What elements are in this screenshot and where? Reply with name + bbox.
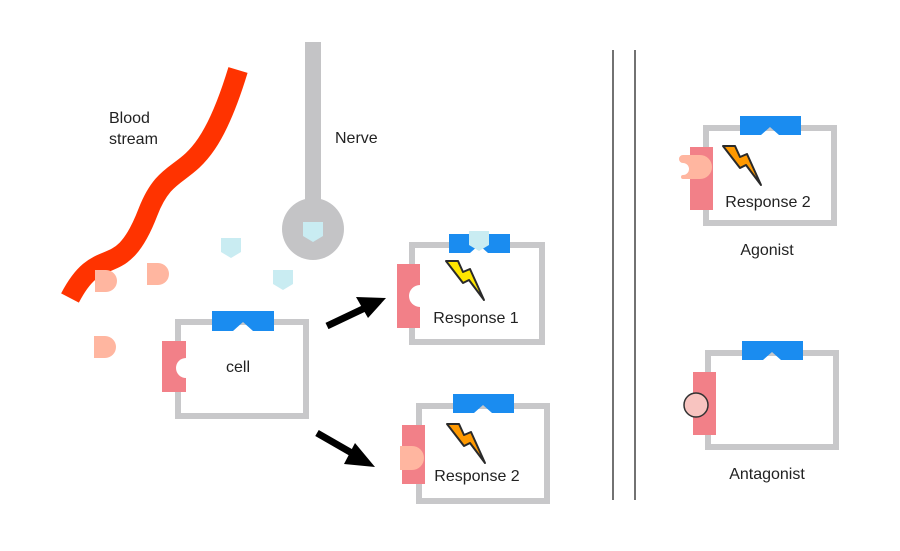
blood-label-line2: stream (109, 131, 158, 148)
antagonist-label: Antagonist (729, 466, 805, 483)
arrow-icon (325, 297, 386, 330)
agonist-label: Agonist (740, 242, 794, 259)
lightning-bolt-icon (445, 260, 485, 301)
lightning-bolt-icon (446, 423, 486, 464)
agonist-response-label: Response 2 (725, 194, 811, 211)
free-neurotransmitters (221, 238, 293, 290)
antagonist-ligand (683, 392, 709, 418)
agonist-cell (679, 116, 837, 226)
response2-label: Response 2 (434, 468, 520, 485)
response2-cell (400, 394, 550, 504)
response1-cell (397, 231, 545, 345)
nerve-label: Nerve (335, 130, 378, 147)
cell-label: cell (225, 359, 251, 376)
blood-stream-vessel (61, 67, 248, 303)
blood-stream-label: Blood stream (109, 108, 158, 150)
arrow-icon (315, 429, 375, 467)
blood-label-line1: Blood (109, 110, 150, 127)
nerve-terminal (282, 42, 344, 260)
antagonist-cell (683, 341, 839, 450)
lightning-bolt-icon (722, 145, 762, 186)
response1-label: Response 1 (433, 310, 519, 327)
free-hormones (94, 263, 169, 358)
cell (162, 311, 309, 419)
